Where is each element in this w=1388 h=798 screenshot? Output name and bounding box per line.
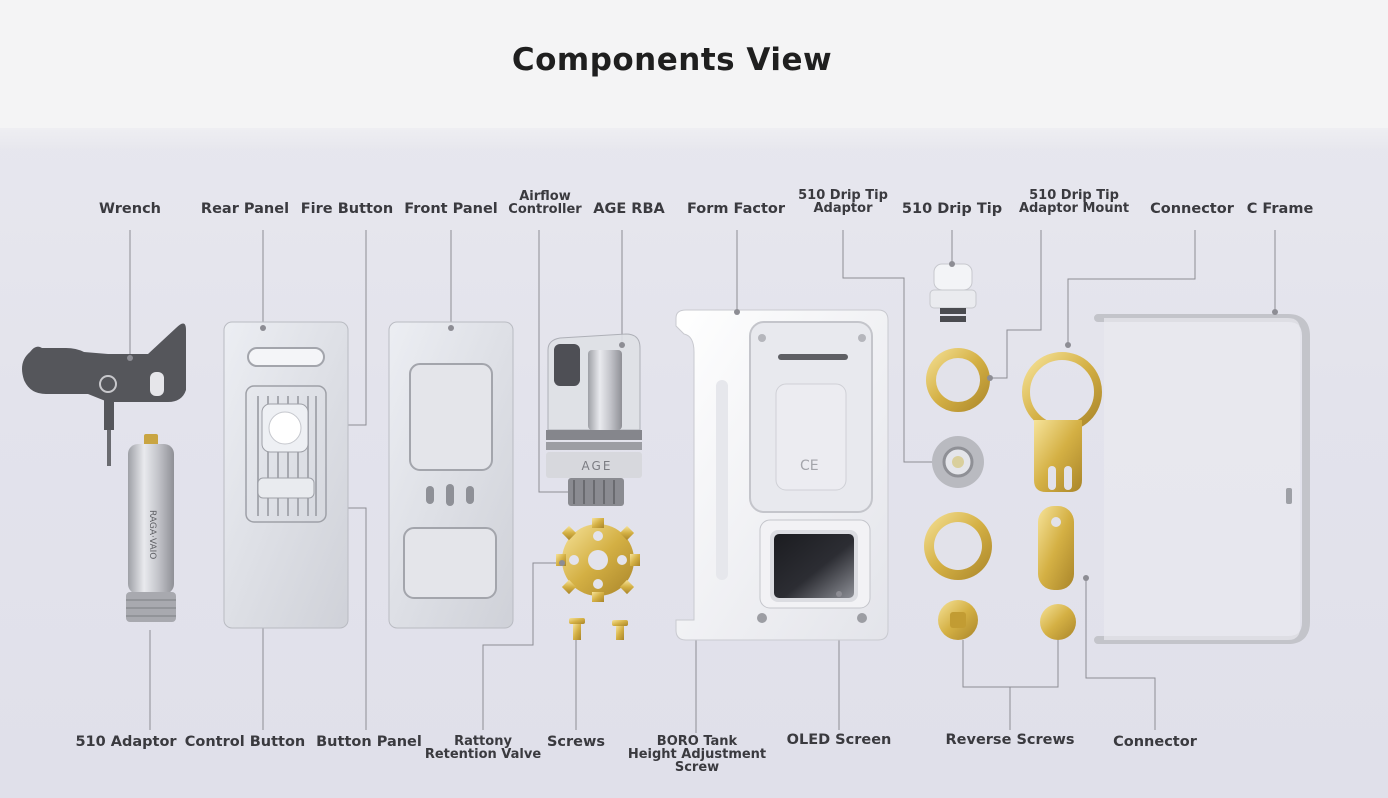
photo-top-fade [0, 110, 1388, 150]
leader-adaptor-mount [990, 230, 1042, 379]
label-drip-tip-adaptor: 510 Drip Tip Adaptor [798, 188, 888, 216]
form-factor-part: CE [675, 309, 889, 641]
label-fire-button: Fire Button [300, 201, 394, 217]
label-connector-bottom: Connector [1113, 734, 1197, 750]
leader-rattony [482, 562, 562, 730]
label-button-panel: Button Panel [316, 734, 422, 750]
label-510-adaptor: 510 Adaptor [75, 734, 177, 750]
wrench-part [22, 323, 186, 466]
label-rattony-retention-valve: Rattony Retention Valve [424, 734, 542, 762]
adaptor-510-part: RAGA·VAIO [126, 434, 176, 622]
leader-connector-bottom [1085, 578, 1156, 730]
label-form-factor: Form Factor [686, 201, 786, 217]
leader-airflow [538, 230, 578, 493]
adaptor-mount-part [1022, 342, 1102, 640]
rattony-valve-part [556, 518, 640, 602]
label-age-rba: AGE RBA [593, 201, 665, 217]
age-rba-part: AGE [546, 333, 642, 506]
leader-reverse-screws-b [1010, 640, 1059, 688]
drip-tip-adaptor-rings [924, 348, 993, 640]
front-panel-part [388, 321, 514, 629]
label-airflow-controller: Airflow Controller [508, 189, 582, 217]
battery-brand-mark: RAGA·VAIO [147, 510, 157, 559]
leader-connector-top [1067, 230, 1196, 345]
screws-part [569, 618, 628, 640]
label-reverse-screws: Reverse Screws [945, 732, 1075, 748]
page-title: Components View [511, 42, 833, 78]
tank-mark: AGE [582, 459, 613, 473]
rear-panel-part [223, 321, 349, 629]
drip-tip-part [929, 261, 977, 322]
label-rear-panel: Rear Panel [200, 201, 290, 217]
label-c-frame: C Frame [1246, 201, 1314, 217]
label-wrench: Wrench [99, 201, 161, 217]
label-drip-tip-adaptor-mount: 510 Drip Tip Adaptor Mount [1018, 188, 1130, 216]
label-screws: Screws [546, 734, 606, 750]
leader-drip-tip-adaptor [842, 230, 955, 463]
label-control-button: Control Button [184, 734, 306, 750]
label-oled-screen: OLED Screen [786, 732, 892, 748]
label-drip-tip: 510 Drip Tip [901, 201, 1003, 217]
ce-mark: CE [800, 458, 819, 474]
leader-reverse-screws [962, 640, 1011, 730]
c-frame-part [1094, 309, 1310, 644]
label-connector-top: Connector [1150, 201, 1234, 217]
label-front-panel: Front Panel [404, 201, 498, 217]
label-boro-tank-screw: BORO Tank Height Adjustment Screw [627, 734, 767, 775]
